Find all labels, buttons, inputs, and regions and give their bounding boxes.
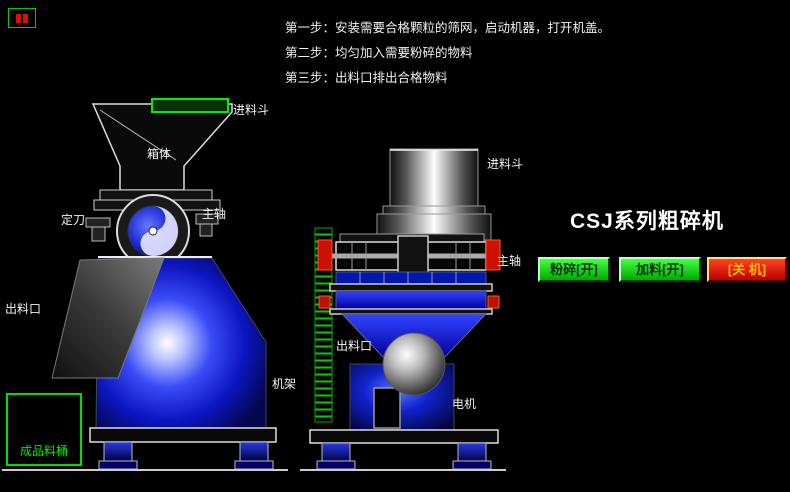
leg (321, 442, 351, 463)
crush-on-button[interactable]: 粉碎[开] (538, 257, 610, 282)
feed-on-button[interactable]: 加料[开] (619, 257, 701, 282)
foot (452, 460, 492, 470)
frame-label: 机架 (272, 377, 297, 391)
rotor-blade (140, 206, 178, 256)
side-hopper-label: 进料斗 (233, 103, 270, 117)
foot (234, 460, 274, 470)
product-barrel-label: 成品料桶 (19, 444, 68, 458)
instruction-step-1: 第一步：安装需要合格颗粒的筛网，启动机器，打开机盖。 (285, 21, 611, 35)
ladder-column (314, 227, 333, 423)
center-gear-block (397, 235, 429, 277)
instruction-step-2: 第二步：均匀加入需要粉碎的物料 (285, 46, 473, 60)
bearing-right (485, 239, 501, 271)
front-main-shaft-label: 主轴 (497, 254, 522, 268)
side-main-shaft-label: 主轴 (202, 207, 227, 221)
leg (457, 442, 487, 463)
product-barrel: 成品料桶 (6, 393, 82, 466)
blue-band-1 (335, 271, 487, 285)
instruction-step-3: 第三步：出料口排出合格物料 (285, 71, 448, 85)
hopper-green-strip (151, 98, 229, 113)
red-mount-left (318, 295, 331, 309)
hopper-inner-line (99, 109, 177, 161)
front-view-machine (300, 148, 506, 471)
corner-button[interactable] (8, 8, 36, 28)
frame-beam (89, 427, 277, 443)
foot (98, 460, 138, 470)
red-mount-right (487, 295, 500, 309)
page-title: CSJ系列粗碎机 (570, 210, 724, 233)
fixed-knife-bracket (85, 217, 111, 228)
foot (316, 460, 356, 470)
frame-beam (309, 429, 499, 444)
side-hopper-shape (91, 103, 233, 191)
side-outlet-label: 出料口 (5, 302, 42, 316)
stop-button[interactable]: [关 机] (707, 257, 787, 282)
instructions: 第一步：安装需要合格颗粒的筛网，启动机器，打开机盖。 第二步：均匀加入需要粉碎的… (285, 16, 610, 91)
shaft-block (199, 223, 213, 237)
blue-band-2 (335, 290, 487, 310)
white-plate-2 (329, 308, 493, 315)
front-hopper-label: 进料斗 (487, 157, 524, 171)
motor-label: 电机 (452, 397, 477, 411)
white-plate-1 (329, 283, 493, 292)
motor-window (373, 387, 401, 429)
leg (239, 441, 269, 462)
shaft-center (148, 226, 158, 236)
hopper-flange (382, 205, 486, 215)
corner-red-icon (23, 13, 28, 23)
corner-red-icon (16, 13, 21, 23)
bearing-left (317, 239, 333, 271)
fixed-knife-block (91, 226, 106, 242)
front-hopper-cylinder (389, 148, 479, 207)
discharge-chute (51, 257, 165, 379)
leg (103, 441, 133, 462)
fixed-knife-label: 定刀 (61, 213, 86, 227)
side-box-label: 箱体 (147, 147, 172, 161)
front-outlet-label: 出料口 (336, 339, 373, 353)
side-view-machine (2, 98, 288, 471)
sphere-housing (382, 332, 446, 396)
